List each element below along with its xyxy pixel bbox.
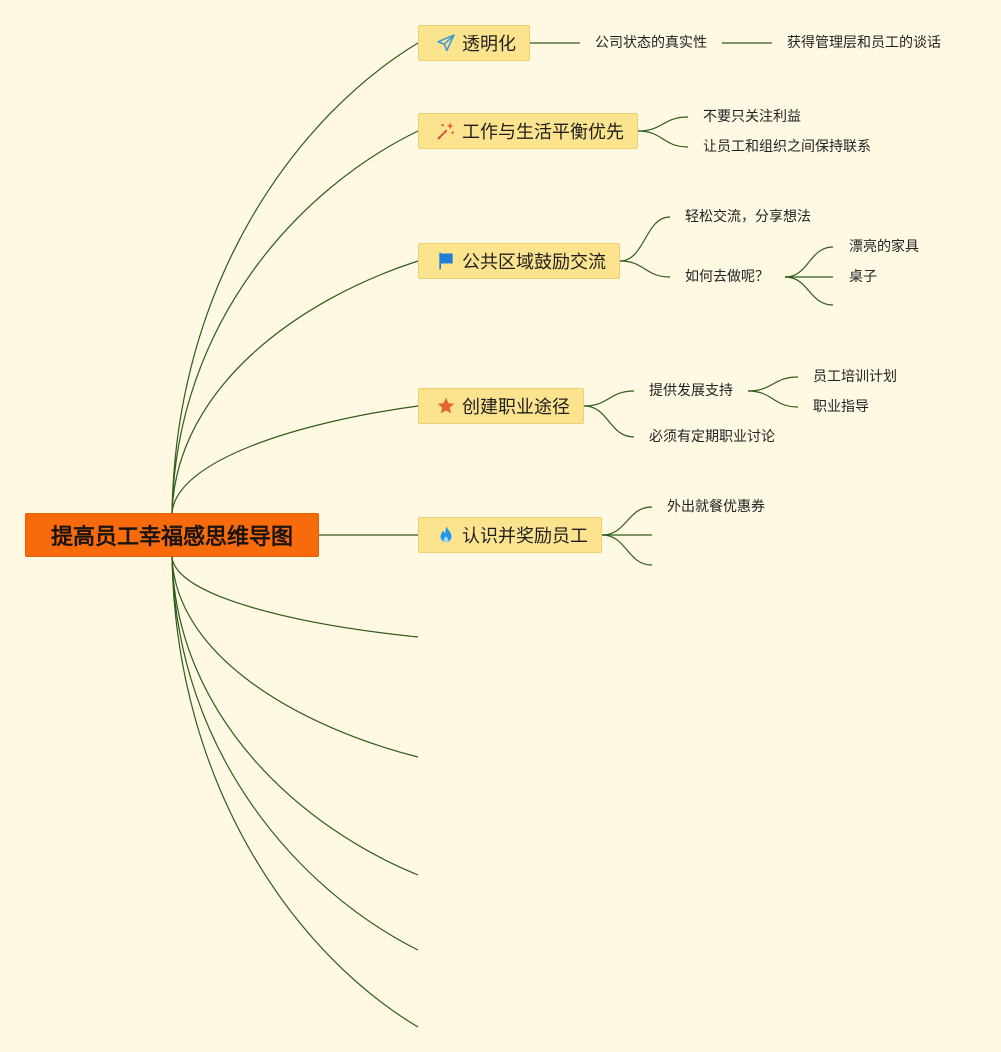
subtopic-label[interactable]: 员工培训计划 — [813, 369, 897, 385]
connector-root-empty-branch — [171, 556, 419, 1028]
connector-root-empty-branch — [171, 556, 419, 951]
connector-root-work-life-balance — [171, 130, 419, 514]
subtopic-label[interactable]: 漂亮的家具 — [849, 239, 919, 255]
fire-icon-glyph — [440, 526, 452, 543]
subtopic-label[interactable]: 轻松交流，分享想法 — [685, 209, 811, 225]
connector-root-empty-branch — [171, 556, 419, 638]
connector-support-child-1 — [747, 376, 799, 392]
connector-balance-child-1 — [637, 116, 689, 132]
connector-support-child-2 — [747, 390, 799, 408]
connector-root-empty-branch — [171, 556, 419, 758]
subtopic-label[interactable]: 职业指导 — [813, 399, 869, 415]
connector-recognition-child-1 — [601, 506, 653, 536]
paper-plane-icon — [436, 33, 456, 53]
topic-work-life-balance[interactable]: 工作与生活平衡优先 — [418, 113, 638, 149]
connector-balance-child-2 — [637, 130, 689, 148]
topic-career-path[interactable]: 创建职业途径 — [418, 388, 584, 424]
subtopic-label[interactable]: 如何去做呢？ — [685, 269, 769, 285]
connector-public-child-1 — [619, 216, 671, 262]
subtopic-label[interactable]: 桌子 — [849, 269, 877, 285]
magic-wand-icon — [436, 121, 456, 141]
subtopic-label[interactable]: 获得管理层和员工的谈话 — [787, 35, 941, 51]
magic-wand-icon-glyph — [437, 122, 454, 140]
flag-icon — [436, 251, 456, 271]
subtopic-label[interactable]: 公司状态的真实性 — [595, 35, 707, 51]
topic-label: 认识并奖励员工 — [462, 526, 588, 547]
subtopic-label[interactable]: 提供发展支持 — [649, 383, 733, 399]
connector-howto-empty-child — [784, 276, 834, 306]
topic-public-area-communication[interactable]: 公共区域鼓励交流 — [418, 243, 620, 279]
connector-root-public-area — [171, 260, 419, 514]
connector-howto-child-1 — [784, 246, 834, 278]
fire-icon — [436, 525, 456, 545]
connector-recognition-empty-child — [601, 534, 653, 566]
connector-public-child-2 — [619, 260, 671, 278]
topic-transparency[interactable]: 透明化 — [418, 25, 530, 61]
topic-label: 工作与生活平衡优先 — [462, 122, 624, 143]
topic-recognize-reward[interactable]: 认识并奖励员工 — [418, 517, 602, 553]
flag-icon-glyph — [439, 252, 453, 270]
connector-root-transparency — [171, 42, 419, 514]
subtopic-label[interactable]: 让员工和组织之间保持联系 — [703, 139, 871, 155]
connector-root-career-path — [171, 405, 419, 514]
star-icon-glyph — [437, 397, 455, 414]
subtopic-label[interactable]: 必须有定期职业讨论 — [649, 429, 775, 445]
topic-label: 公共区域鼓励交流 — [462, 252, 606, 273]
paper-plane-icon-glyph — [437, 34, 455, 52]
topic-label: 透明化 — [462, 34, 516, 55]
connector-root-empty-branch — [171, 556, 419, 876]
connector-career-child-1 — [583, 390, 635, 407]
subtopic-label[interactable]: 不要只关注利益 — [703, 109, 801, 125]
subtopic-label[interactable]: 外出就餐优惠券 — [667, 499, 765, 515]
star-icon — [436, 396, 456, 416]
connector-career-child-2 — [583, 405, 635, 438]
topic-label: 创建职业途径 — [462, 397, 570, 418]
central-topic[interactable]: 提高员工幸福感思维导图 — [25, 513, 319, 557]
